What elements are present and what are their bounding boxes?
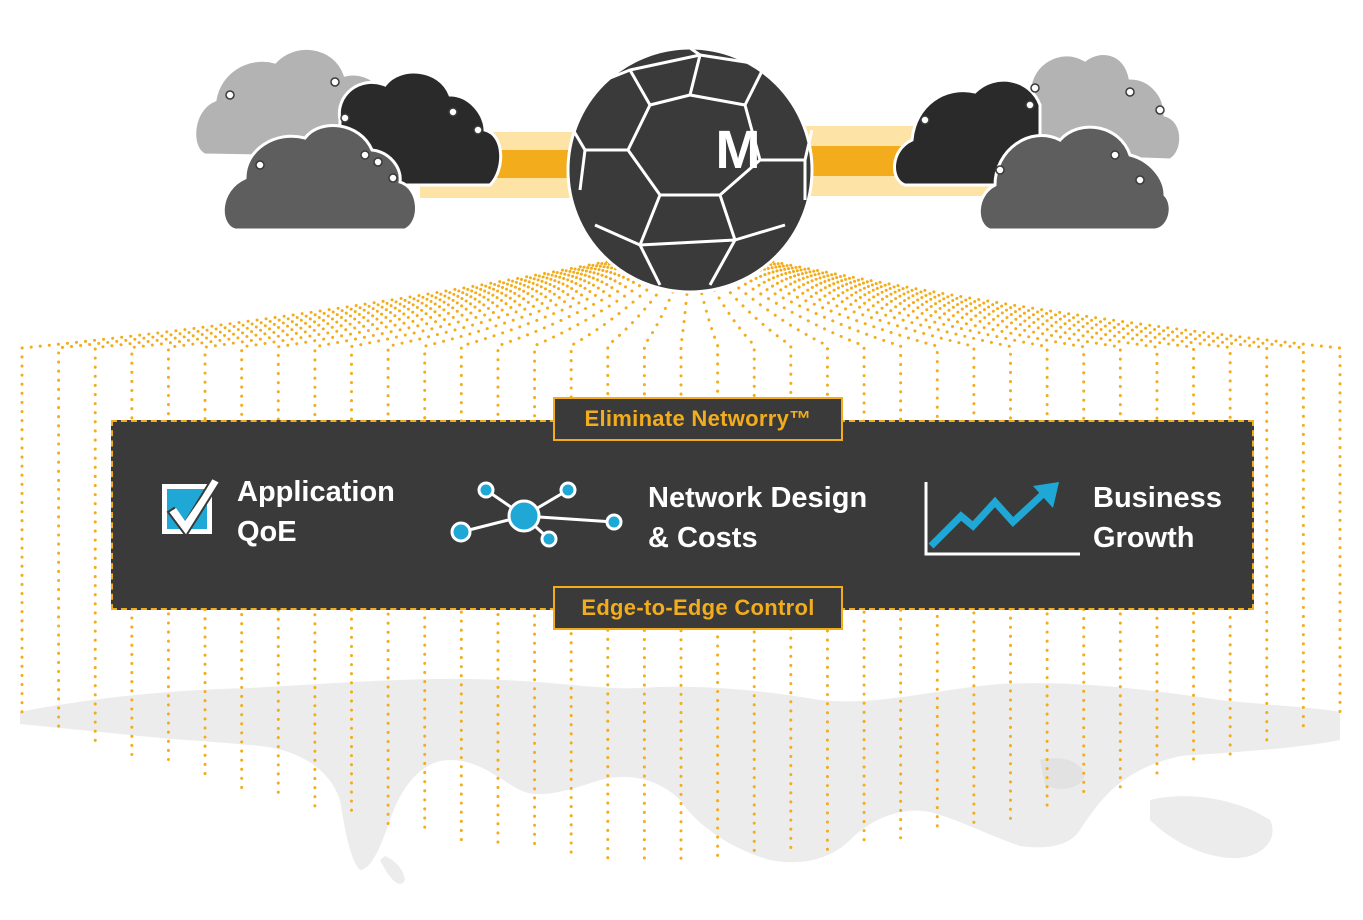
dotted-line: [57, 256, 631, 734]
feature-line-1: Application: [237, 476, 395, 508]
globe-logo: M: [566, 46, 814, 294]
dotted-line: [717, 256, 976, 829]
feature-line-2: Growth: [1093, 522, 1195, 554]
feature-line-1: Business: [1093, 482, 1222, 514]
dotted-line: [753, 256, 1342, 722]
world-map: [20, 678, 1340, 884]
left-cloud-group: [193, 47, 503, 232]
dotted-line: [459, 256, 670, 843]
feature-network-design: Network Design & Costs: [648, 478, 867, 558]
logo-letter: M: [716, 120, 761, 180]
tag-eliminate-networry: Eliminate Networry™: [553, 397, 843, 441]
dotted-line: [240, 256, 649, 792]
dotted-line: [20, 256, 627, 722]
benefits-banner: [111, 420, 1254, 610]
cloud-mid-right: [977, 125, 1172, 232]
dotted-line: [749, 256, 1305, 734]
dotted-line: [702, 256, 829, 854]
dotted-line: [386, 256, 663, 829]
feature-line-1: Network Design: [648, 482, 868, 514]
dotted-line: [706, 256, 866, 849]
network-nodes-icon: [450, 481, 623, 548]
dotted-line: [695, 256, 756, 860]
checkbox-check-icon: [162, 476, 222, 538]
feature-line-2: QoE: [237, 516, 297, 548]
dotted-line: [746, 256, 1269, 746]
dotted-line: [731, 256, 1122, 792]
growth-chart-icon: [924, 482, 1080, 556]
dotted-line: [692, 256, 720, 861]
feature-line-2: & Costs: [648, 522, 758, 554]
dotted-line: [679, 256, 692, 862]
dotted-line: [350, 256, 659, 821]
dotted-line: [276, 256, 652, 802]
feature-business-growth: Business Growth: [1093, 478, 1222, 558]
tag-edge-to-edge-control: Edge-to-Edge Control: [553, 586, 843, 630]
right-cloud-group: [893, 52, 1183, 232]
dotted-line: [735, 256, 1159, 781]
feature-application-qoe: Application QoE: [237, 472, 395, 552]
dotted-line: [203, 256, 645, 781]
dotted-line: [742, 256, 1232, 758]
